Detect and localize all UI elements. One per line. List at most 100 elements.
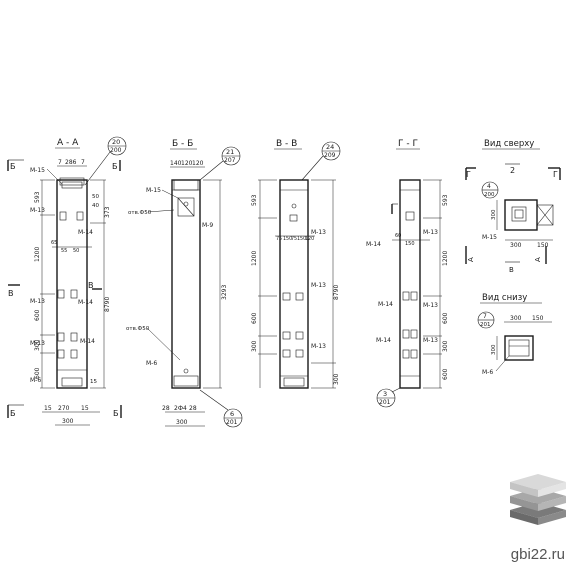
svg-text:20: 20 [112, 138, 120, 146]
section-bb: Б - Б 21 207 140 120 120 3293 М-15 М-9 о… [126, 139, 243, 428]
svg-text:600: 600 [442, 312, 449, 324]
svg-text:270: 270 [58, 405, 70, 412]
svg-text:1200: 1200 [34, 247, 41, 262]
svg-text:2Ф4: 2Ф4 [174, 405, 187, 412]
column-gg-body [399, 179, 421, 389]
mark-label: М-15 [482, 234, 497, 241]
mark-label: М-6 [146, 360, 157, 367]
svg-text:300: 300 [510, 242, 522, 249]
svg-text:В: В [8, 289, 14, 298]
section-vv: В - В 24 209 593 1200 600 300 [251, 139, 341, 389]
svg-text:отв.Ф50: отв.Ф50 [128, 210, 152, 216]
mark-label: М-15 [30, 167, 45, 174]
svg-text:200: 200 [110, 147, 122, 154]
svg-text:15: 15 [44, 405, 52, 412]
svg-text:7: 7 [483, 313, 487, 320]
svg-text:600: 600 [34, 367, 41, 379]
mark-label: М-13 [30, 298, 45, 305]
mark-label: М-6 [482, 369, 493, 376]
svg-text:300: 300 [333, 373, 340, 385]
svg-text:4: 4 [487, 183, 491, 190]
svg-text:2: 2 [510, 166, 515, 175]
svg-text:120: 120 [305, 236, 314, 242]
svg-text:50: 50 [73, 248, 79, 254]
svg-text:593: 593 [442, 194, 449, 206]
svg-text:В: В [509, 266, 514, 274]
svg-text:65: 65 [51, 240, 57, 246]
section-aa-title: А - А [57, 138, 79, 148]
svg-text:286: 286 [65, 159, 77, 166]
svg-text:7: 7 [58, 159, 62, 166]
svg-text:300: 300 [442, 340, 449, 352]
mark-label: М-13 [30, 207, 45, 214]
mark-label: М-14 [78, 299, 93, 306]
mark-label: М-13 [311, 229, 326, 236]
svg-text:120: 120 [181, 160, 193, 167]
svg-text:593: 593 [34, 191, 41, 203]
svg-text:Б: Б [112, 162, 118, 171]
column-aa-body [56, 179, 88, 389]
svg-text:21: 21 [226, 148, 234, 156]
svg-text:201: 201 [480, 322, 491, 328]
section-vv-title: В - В [276, 139, 297, 149]
svg-text:3293: 3293 [221, 285, 228, 300]
mark-label: М-15 [146, 187, 161, 194]
svg-text:300: 300 [251, 340, 258, 352]
mark-label: М-13 [423, 302, 438, 309]
top-view-title: Вид сверху [484, 139, 534, 149]
mark-label: М-13 [311, 282, 326, 289]
svg-text:1200: 1200 [442, 251, 449, 266]
svg-text:75: 75 [291, 236, 297, 242]
svg-text:75: 75 [276, 236, 282, 242]
svg-text:600: 600 [442, 368, 449, 380]
svg-text:300: 300 [510, 315, 522, 322]
svg-text:50: 50 [92, 194, 99, 200]
svg-text:28: 28 [189, 405, 197, 412]
svg-text:201: 201 [379, 399, 391, 406]
mark-label: М-14 [378, 301, 393, 308]
svg-text:60: 60 [395, 233, 401, 239]
svg-text:отв.Ф50: отв.Ф50 [126, 326, 150, 332]
mark-label: М-13 [423, 337, 438, 344]
svg-text:300: 300 [176, 419, 188, 426]
svg-text:593: 593 [251, 194, 258, 206]
section-bb-title: Б - Б [172, 139, 193, 149]
bottom-view: Вид снизу 7 201 300 150 300 М-6 [477, 293, 552, 376]
svg-text:373: 373 [104, 206, 111, 218]
svg-text:209: 209 [324, 152, 336, 159]
svg-text:300: 300 [34, 339, 41, 351]
svg-text:15: 15 [81, 405, 89, 412]
svg-text:8790: 8790 [104, 297, 111, 312]
svg-text:300: 300 [491, 209, 497, 220]
svg-text:140: 140 [170, 160, 182, 167]
mark-label: М-13 [30, 340, 45, 347]
svg-text:Б: Б [10, 162, 16, 171]
svg-text:Б: Б [10, 409, 16, 418]
svg-text:28: 28 [162, 405, 170, 412]
svg-text:6: 6 [230, 410, 234, 418]
svg-text:150: 150 [532, 315, 544, 322]
mark-label: М-14 [366, 241, 381, 248]
svg-text:150: 150 [297, 236, 306, 242]
mark-label: М-13 [311, 343, 326, 350]
svg-text:15: 15 [90, 379, 97, 385]
svg-text:8790: 8790 [333, 285, 340, 300]
svg-text:А: А [534, 257, 542, 262]
svg-text:24: 24 [326, 143, 334, 151]
section-gg-title: Г - Г [398, 139, 418, 149]
mark-label: М-14 [376, 337, 391, 344]
svg-text:Г: Г [466, 170, 471, 179]
svg-text:600: 600 [34, 309, 41, 321]
svg-text:40: 40 [92, 203, 99, 209]
mark-label: М-14 [78, 229, 93, 236]
svg-text:200: 200 [484, 192, 495, 198]
bottom-view-title: Вид снизу [482, 293, 527, 303]
watermark: gbi22.ru [510, 546, 565, 563]
svg-text:55: 55 [61, 248, 67, 254]
svg-text:7: 7 [81, 159, 85, 166]
bottom-view-plan [504, 335, 534, 361]
svg-text:3: 3 [383, 390, 387, 398]
svg-text:В: В [88, 281, 94, 290]
svg-text:А: А [467, 257, 475, 262]
